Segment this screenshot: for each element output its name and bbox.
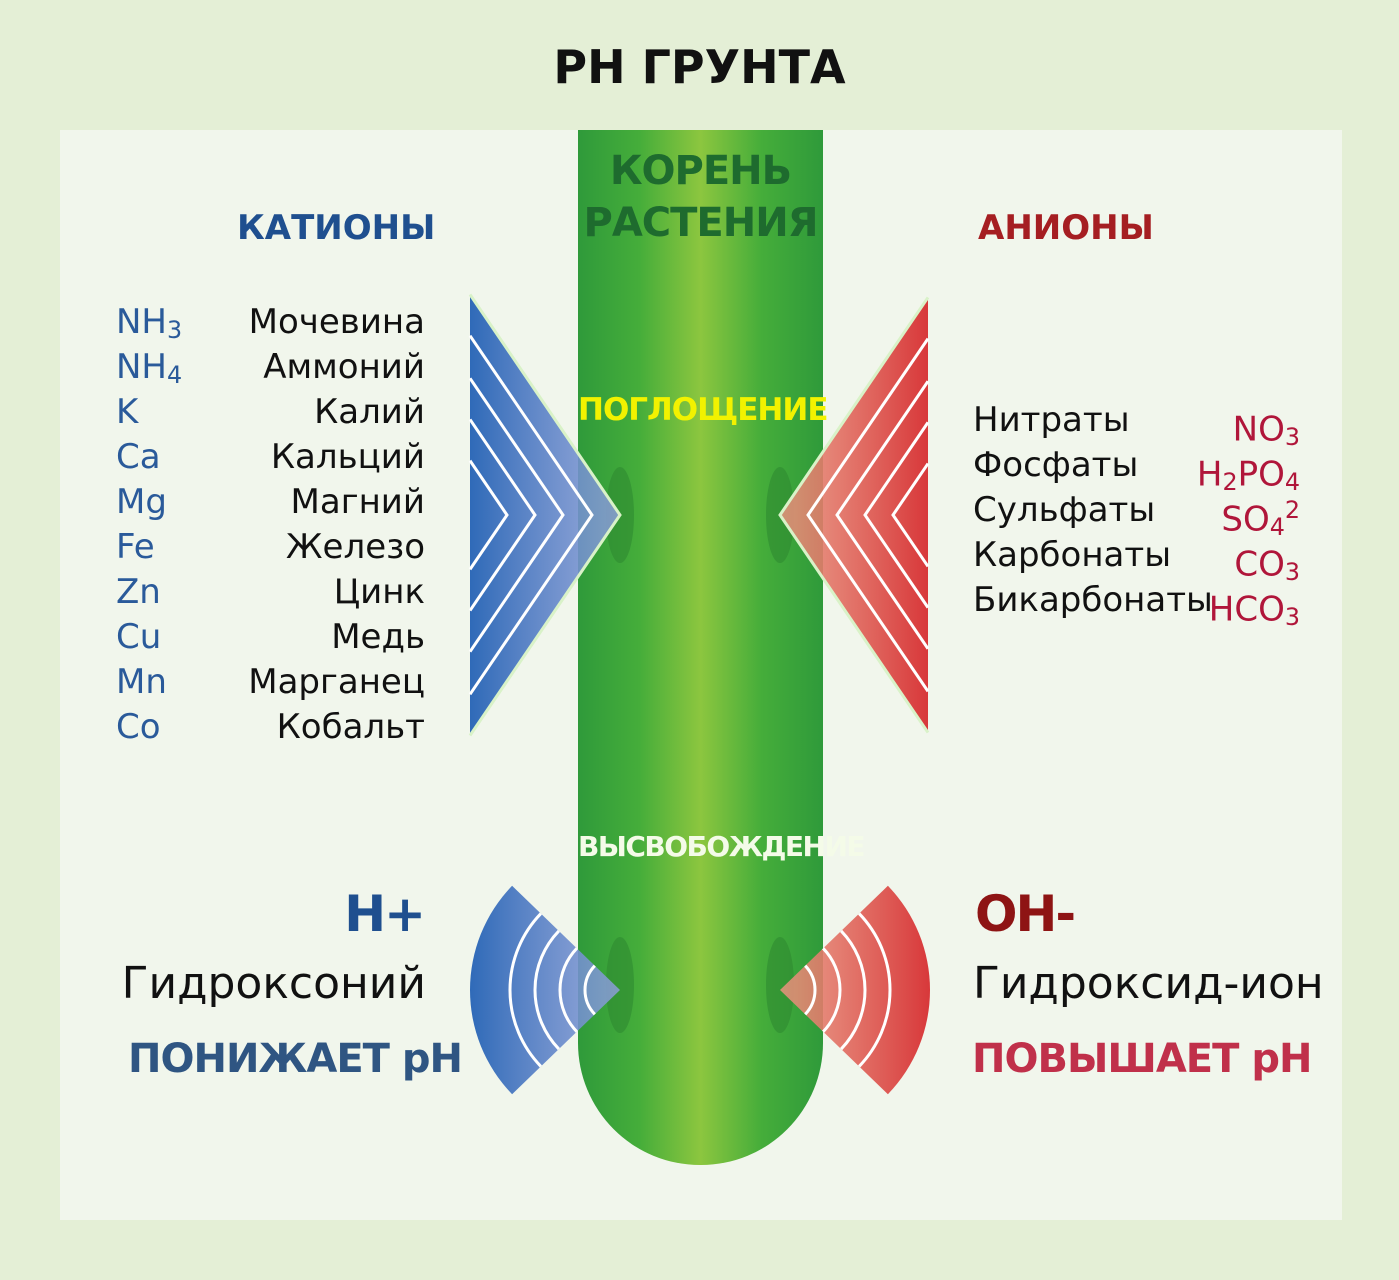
wave-arc xyxy=(508,912,542,1068)
cation-formula: Fe xyxy=(116,527,155,567)
cation-name: Магний xyxy=(290,482,425,522)
lowers-ph-label: ПОНИЖАЕТ pH xyxy=(128,1036,463,1082)
wave-arc xyxy=(583,964,596,1016)
wave-arc xyxy=(558,947,578,1033)
wave-arc xyxy=(533,929,560,1051)
hydronium-name: Гидроксоний xyxy=(121,958,426,1009)
absorption-label: ПОГЛОЩЕНИЕ xyxy=(578,392,829,428)
wave-arc xyxy=(822,947,842,1033)
cation-name: Медь xyxy=(331,617,425,657)
chevron-stripe xyxy=(468,459,509,571)
cation-formula: NH4 xyxy=(116,347,183,389)
cation-name: Аммоний xyxy=(263,347,425,387)
cation-name: Железо xyxy=(285,527,425,567)
cation-formula: Ca xyxy=(116,437,161,477)
cation-uptake-arrow xyxy=(470,294,620,736)
anion-name: Карбонаты xyxy=(973,535,1172,575)
hydronium-release-wave xyxy=(470,885,620,1095)
chevron-stripe xyxy=(468,334,594,696)
cation-name: Кобальт xyxy=(276,707,425,747)
anion-formula: SO42 xyxy=(1221,496,1300,542)
hydronium-ion: H+ xyxy=(344,885,426,943)
chevron-stripe xyxy=(806,337,930,693)
root-title-line2: РАСТЕНИЯ xyxy=(583,200,819,246)
cation-formula: Mn xyxy=(116,662,167,702)
wave-arc xyxy=(804,964,817,1016)
cation-name: Марганец xyxy=(248,662,425,702)
cation-name: Калий xyxy=(314,392,425,432)
anion-uptake-arrow xyxy=(780,297,928,733)
page-title: РН ГРУНТА xyxy=(553,40,846,94)
chevron-stripe xyxy=(891,462,930,568)
release-label: ВЫСВОБОЖДЕНИЕ xyxy=(578,830,866,863)
hydroxide-release-wave xyxy=(780,885,930,1095)
cation-formula: K xyxy=(116,392,139,432)
cation-formula: Cu xyxy=(116,617,162,657)
hydroxide-ion: OH- xyxy=(975,885,1076,943)
root-title-line1: КОРЕНЬ xyxy=(609,148,792,194)
cations-heading: КАТИОНЫ xyxy=(237,208,436,248)
cation-name: Кальций xyxy=(270,437,425,477)
chevron-stripe xyxy=(778,296,930,734)
anions-heading: АНИОНЫ xyxy=(978,208,1154,248)
anion-formula: H2PO4 xyxy=(1196,454,1300,497)
root-title: КОРЕНЬ РАСТЕНИЯ xyxy=(578,145,823,249)
root-pore xyxy=(606,937,634,1033)
anion-name: Нитраты xyxy=(973,400,1130,440)
chevron-stripe xyxy=(468,377,565,653)
cation-formula: Zn xyxy=(116,572,161,612)
chevron-stripe xyxy=(468,418,537,612)
cation-name: Мочевина xyxy=(248,302,425,342)
chevron-stripe xyxy=(863,421,930,609)
cation-name: Цинк xyxy=(333,572,425,612)
cation-formula: NH3 xyxy=(116,302,183,344)
raises-ph-label: ПОВЫШАЕТ pH xyxy=(972,1036,1312,1082)
wave-arc xyxy=(858,912,892,1068)
anion-name: Сульфаты xyxy=(973,490,1156,530)
anion-formula: HCO3 xyxy=(1208,589,1300,632)
anion-formula: CO3 xyxy=(1234,544,1300,587)
root-pore xyxy=(766,937,794,1033)
anion-name: Бикарбонаты xyxy=(973,580,1213,620)
cation-formula: Mg xyxy=(116,482,167,522)
anion-name: Фосфаты xyxy=(973,445,1139,485)
chevron-stripe xyxy=(468,293,622,737)
anion-formula: NO3 xyxy=(1232,409,1300,452)
cation-formula: Co xyxy=(116,707,161,747)
hydroxide-name: Гидроксид-ион xyxy=(973,958,1324,1009)
chevron-stripe xyxy=(835,380,930,650)
wave-arc xyxy=(840,929,867,1051)
